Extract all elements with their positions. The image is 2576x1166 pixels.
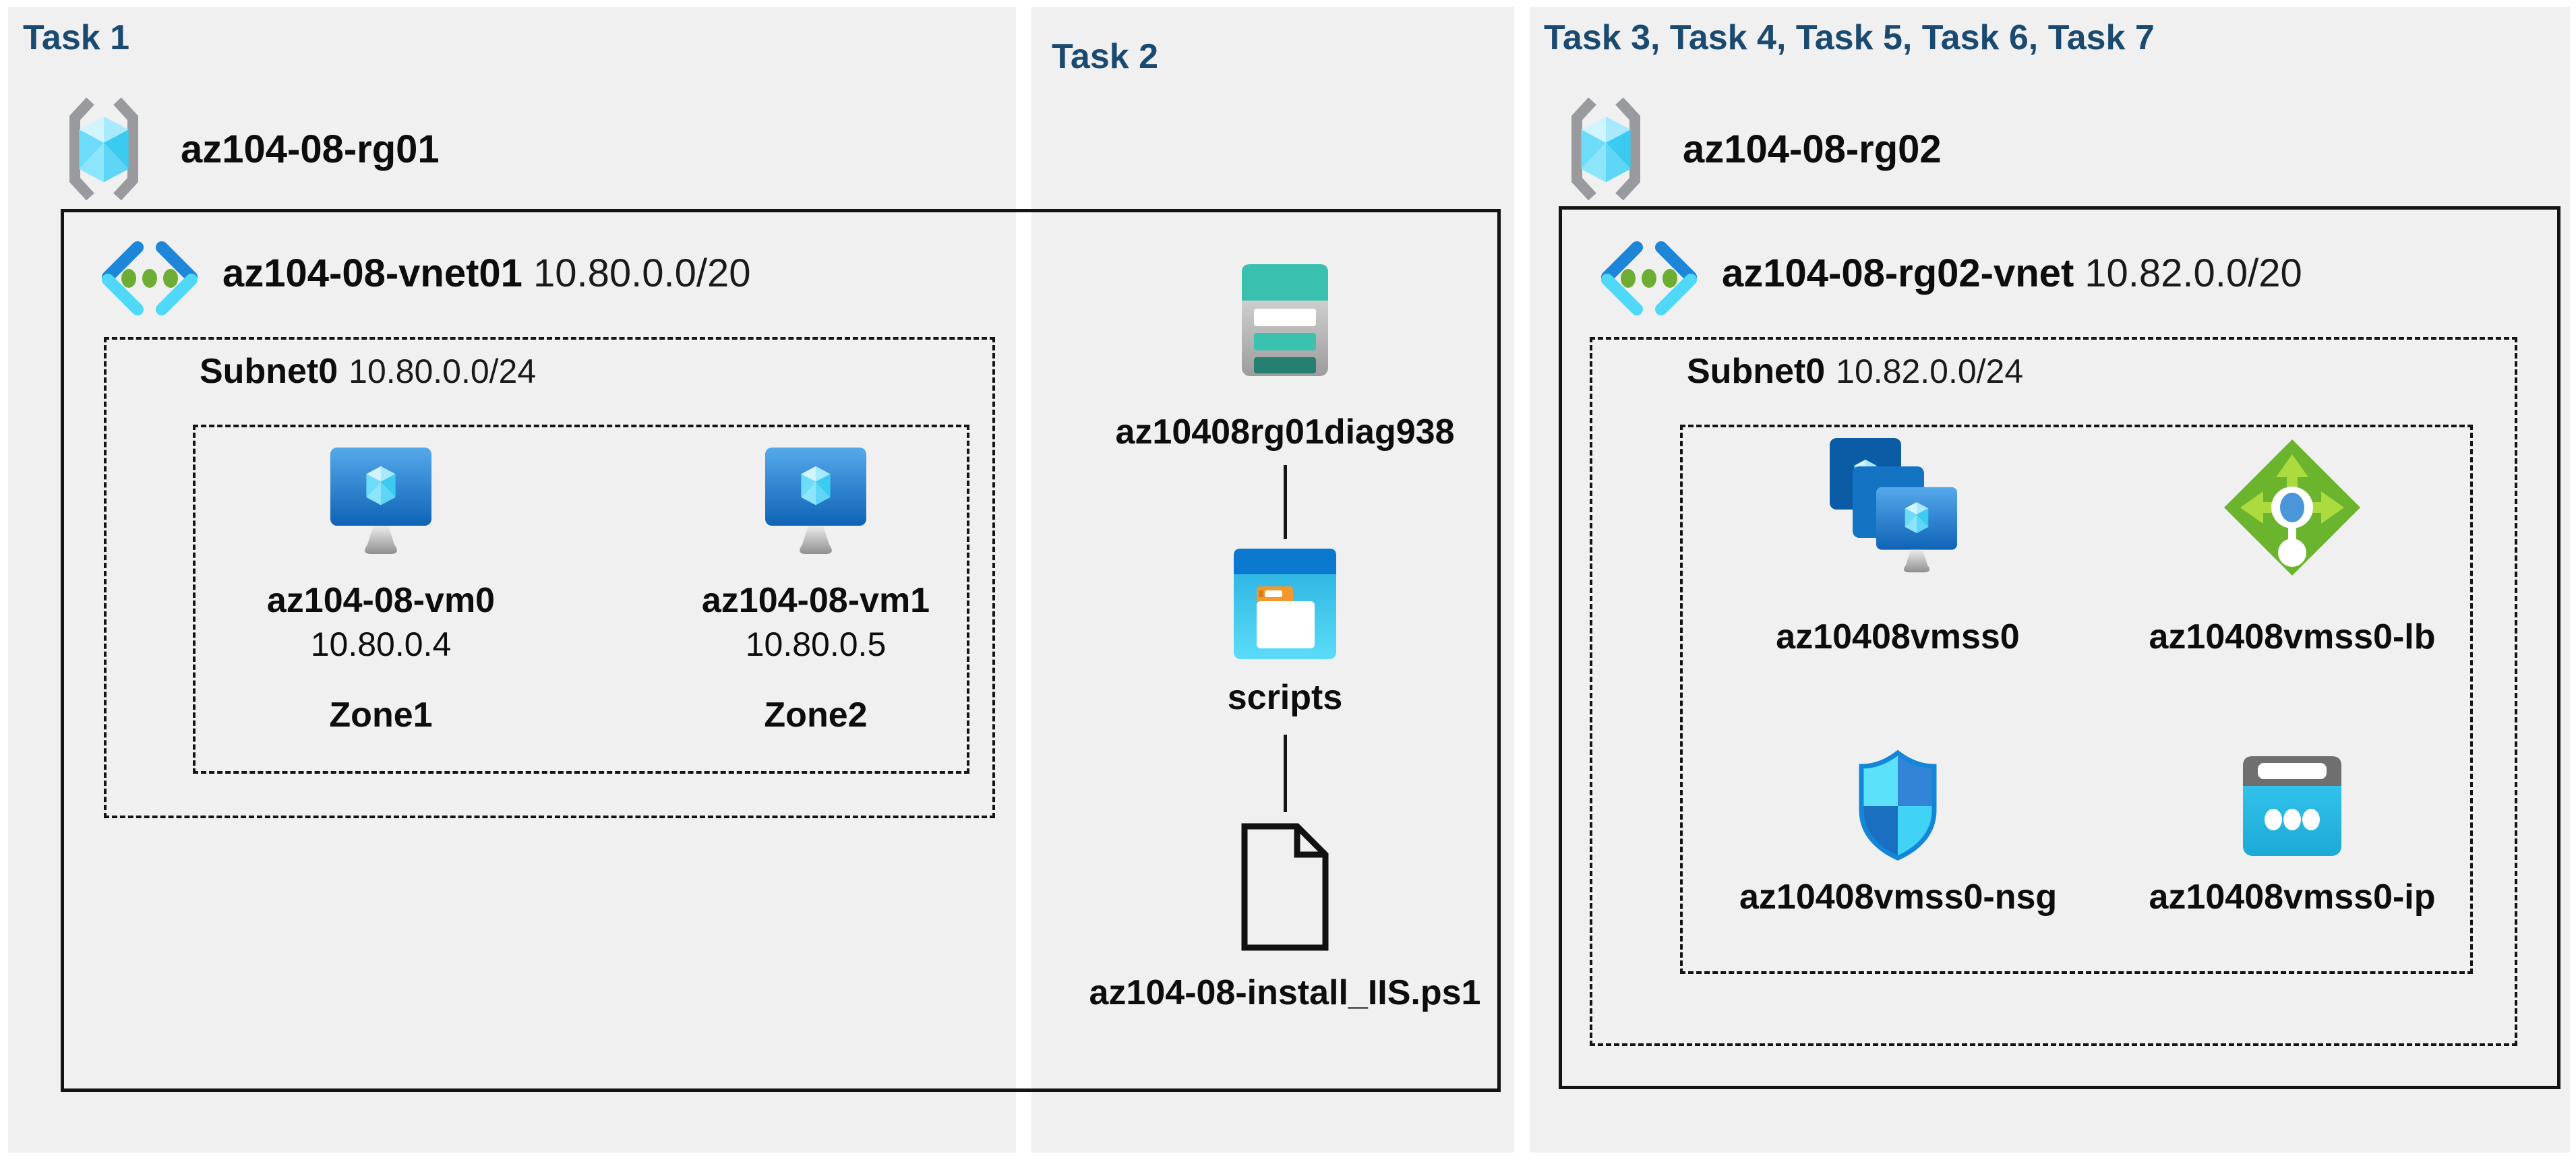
task3-title: Task 3, Task 4, Task 5, Task 6, Task 7	[1544, 18, 2155, 57]
vnet2-name: az104-08-rg02-vnet	[1722, 251, 2074, 295]
public-ip-icon	[2242, 755, 2343, 861]
rg2-label: az104-08-rg02	[1683, 127, 1942, 171]
subnet2-box	[1590, 337, 2517, 1046]
rg1-label: az104-08-rg01	[181, 127, 440, 171]
script-file-icon	[1238, 820, 1332, 958]
lb-label: az10408vmss0-lb	[2149, 617, 2436, 656]
connector-scripts-file	[1284, 735, 1287, 812]
zone-group-box	[193, 425, 969, 774]
vm0-ip: 10.80.0.4	[310, 625, 452, 663]
subnet1-name: Subnet0	[200, 352, 338, 391]
subnet1-label: Subnet0 10.80.0.0/24	[200, 352, 536, 391]
vnet2-cidr: 10.82.0.0/20	[2085, 251, 2302, 295]
resource-group-icon	[1561, 96, 1650, 206]
subnet1-cidr: 10.80.0.0/24	[349, 352, 537, 390]
subnet1-box	[104, 337, 995, 818]
task3-panel	[1530, 7, 2570, 1153]
subnet2-name: Subnet0	[1687, 352, 1826, 391]
task1-title: Task 1	[23, 18, 130, 57]
task1-panel	[8, 7, 1016, 1153]
subnet2-label: Subnet0 10.82.0.0/24	[1687, 352, 2023, 391]
vm1-zone: Zone2	[764, 696, 868, 735]
subnet2-cidr: 10.82.0.0/24	[1836, 352, 2024, 390]
storage-account-icon	[1240, 263, 1329, 381]
vmss-group-box	[1680, 425, 2473, 974]
network-security-group-icon	[1854, 748, 1942, 866]
vm0-name: az104-08-vm0	[266, 581, 496, 620]
vm-scale-set-icon	[1828, 437, 1967, 599]
virtual-network-icon	[1598, 241, 1700, 319]
resource-group-icon	[59, 96, 148, 206]
vnet1-cidr: 10.80.0.0/20	[533, 251, 751, 295]
scripts-label: scripts	[1227, 678, 1343, 717]
virtual-network-icon	[98, 241, 201, 319]
connector-storage-scripts	[1284, 465, 1287, 539]
nsg-label: az10408vmss0-nsg	[1739, 878, 2058, 917]
vmss-label: az10408vmss0	[1776, 617, 2020, 656]
load-balancer-icon	[2221, 437, 2363, 582]
scripts-folder-icon	[1232, 547, 1338, 664]
task2-title: Task 2	[1052, 37, 1159, 76]
vm1-name: az104-08-vm1	[701, 581, 930, 620]
script-file-label: az104-08-install_IIS.ps1	[1089, 973, 1481, 1012]
vm1-ip: 10.80.0.5	[745, 625, 887, 663]
vm0-zone: Zone1	[329, 696, 433, 735]
public-ip-label: az10408vmss0-ip	[2149, 878, 2436, 917]
vnet2-box	[1559, 206, 2560, 1089]
virtual-machine-icon	[765, 448, 866, 559]
virtual-machine-icon	[330, 448, 431, 559]
vnet1-box	[61, 209, 1501, 1092]
storage-label: az10408rg01diag938	[1115, 412, 1455, 452]
vnet1-name: az104-08-vnet01	[222, 251, 522, 295]
